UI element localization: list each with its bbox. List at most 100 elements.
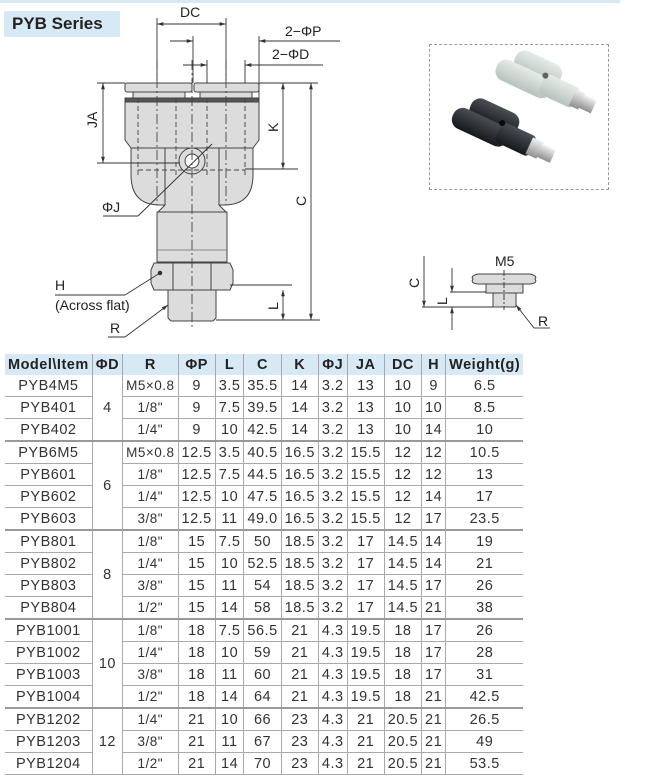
cell-k: 16.5 bbox=[280, 507, 319, 531]
cell-h: 17 bbox=[421, 618, 447, 642]
cell-ja: 19.5 bbox=[346, 685, 385, 709]
cell-dc: 10 bbox=[383, 375, 423, 397]
cell-dc: 10 bbox=[383, 418, 423, 442]
cell-weight: 13 bbox=[445, 463, 524, 486]
cell-weight: 38 bbox=[445, 596, 524, 620]
label-k: K bbox=[265, 122, 281, 132]
cell-k: 23 bbox=[280, 730, 319, 753]
cell-c: 44.5 bbox=[243, 463, 282, 486]
column-header-ja: JA bbox=[346, 354, 385, 375]
cell-phi-j: 4.3 bbox=[317, 663, 348, 686]
cell-dc: 14.5 bbox=[383, 596, 423, 620]
label-2-phi-d: 2−ΦD bbox=[272, 46, 309, 62]
cell-phi-j: 4.3 bbox=[317, 641, 348, 664]
cell-l: 3.5 bbox=[214, 375, 245, 397]
cell-c: 40.5 bbox=[243, 440, 282, 464]
cell-k: 21 bbox=[280, 685, 319, 709]
cell-phi-p: 15 bbox=[177, 596, 216, 620]
cell-l: 11 bbox=[214, 507, 245, 531]
cell-k: 18.5 bbox=[280, 529, 319, 553]
cell-l: 11 bbox=[214, 663, 245, 686]
cell-model: PYB602 bbox=[5, 485, 93, 508]
cell-h: 21 bbox=[421, 752, 447, 775]
cell-c: 59 bbox=[243, 641, 282, 664]
cell-model: PYB803 bbox=[5, 574, 93, 597]
cell-h: 12 bbox=[421, 440, 447, 464]
cell-l: 14 bbox=[214, 596, 245, 620]
cell-l: 11 bbox=[214, 730, 245, 753]
dimension-labels: DC 2−ΦP 2−ΦD JA K C ΦJ H (Across flat) R… bbox=[55, 4, 321, 336]
cell-h: 21 bbox=[421, 596, 447, 620]
cell-model: PYB603 bbox=[5, 507, 93, 531]
cell-l: 10 bbox=[214, 552, 245, 575]
cell-model: PYB802 bbox=[5, 552, 93, 575]
cell-dc: 20.5 bbox=[383, 752, 423, 775]
cell-r: 1/2" bbox=[122, 685, 179, 709]
cell-dc: 10 bbox=[383, 396, 423, 419]
cell-ja: 13 bbox=[346, 375, 385, 397]
cell-model: PYB402 bbox=[5, 418, 93, 442]
cell-l: 7.5 bbox=[214, 396, 245, 419]
cell-c: 67 bbox=[243, 730, 282, 753]
cell-l: 7.5 bbox=[214, 529, 245, 553]
cell-c: 39.5 bbox=[243, 396, 282, 419]
cell-phi-j: 3.2 bbox=[317, 440, 348, 464]
cell-dc: 12 bbox=[383, 463, 423, 486]
cell-dc: 20.5 bbox=[383, 730, 423, 753]
cell-r: 3/8" bbox=[122, 574, 179, 597]
cell-ja: 17 bbox=[346, 574, 385, 597]
cell-h: 21 bbox=[421, 685, 447, 709]
cell-phi-j: 3.2 bbox=[317, 507, 348, 531]
cell-weight: 26 bbox=[445, 618, 524, 642]
cell-k: 21 bbox=[280, 641, 319, 664]
cell-weight: 6.5 bbox=[445, 375, 524, 397]
cell-l: 10 bbox=[214, 485, 245, 508]
series-title: PYB Series bbox=[4, 11, 120, 37]
cell-h: 17 bbox=[421, 574, 447, 597]
cell-c: 70 bbox=[243, 752, 282, 775]
cell-ja: 17 bbox=[346, 596, 385, 620]
technical-drawing: DC 2−ΦP 2−ΦD JA K C ΦJ H (Across flat) R… bbox=[55, 4, 550, 338]
label-c: C bbox=[293, 196, 309, 206]
dimension-lines bbox=[55, 18, 340, 338]
cell-c: 35.5 bbox=[243, 375, 282, 397]
cell-r: 1/8" bbox=[122, 618, 179, 642]
cell-c: 54 bbox=[243, 574, 282, 597]
cell-model: PYB1002 bbox=[5, 641, 93, 664]
cell-h: 21 bbox=[421, 730, 447, 753]
cell-k: 18.5 bbox=[280, 552, 319, 575]
m5-label: M5 bbox=[495, 253, 515, 269]
cell-dc: 18 bbox=[383, 641, 423, 664]
cell-c: 47.5 bbox=[243, 485, 282, 508]
column-header-k: K bbox=[280, 354, 319, 375]
cell-weight: 21 bbox=[445, 552, 524, 575]
cell-l: 11 bbox=[214, 574, 245, 597]
cell-l: 7.5 bbox=[214, 618, 245, 642]
cell-r: 1/8" bbox=[122, 463, 179, 486]
cell-c: 56.5 bbox=[243, 618, 282, 642]
cell-k: 16.5 bbox=[280, 440, 319, 464]
cell-model: PYB804 bbox=[5, 596, 93, 620]
cell-phi-j: 4.3 bbox=[317, 618, 348, 642]
label-phi-j: ΦJ bbox=[102, 199, 120, 215]
m5-label-l: L bbox=[434, 297, 450, 305]
grey-fitting bbox=[495, 50, 597, 114]
column-header-model: Model\Item bbox=[5, 354, 93, 375]
cell-dc: 14.5 bbox=[383, 529, 423, 553]
cell-c: 42.5 bbox=[243, 418, 282, 442]
cell-phi-p: 21 bbox=[177, 752, 216, 775]
cell-k: 18.5 bbox=[280, 596, 319, 620]
cell-phi-p: 12.5 bbox=[177, 463, 216, 486]
cell-k: 16.5 bbox=[280, 463, 319, 486]
column-header-phi-j: ΦJ bbox=[317, 354, 348, 375]
hidden-lines bbox=[137, 60, 246, 330]
cell-c: 64 bbox=[243, 685, 282, 709]
cell-phi-p: 9 bbox=[177, 396, 216, 419]
cell-ja: 13 bbox=[346, 418, 385, 442]
